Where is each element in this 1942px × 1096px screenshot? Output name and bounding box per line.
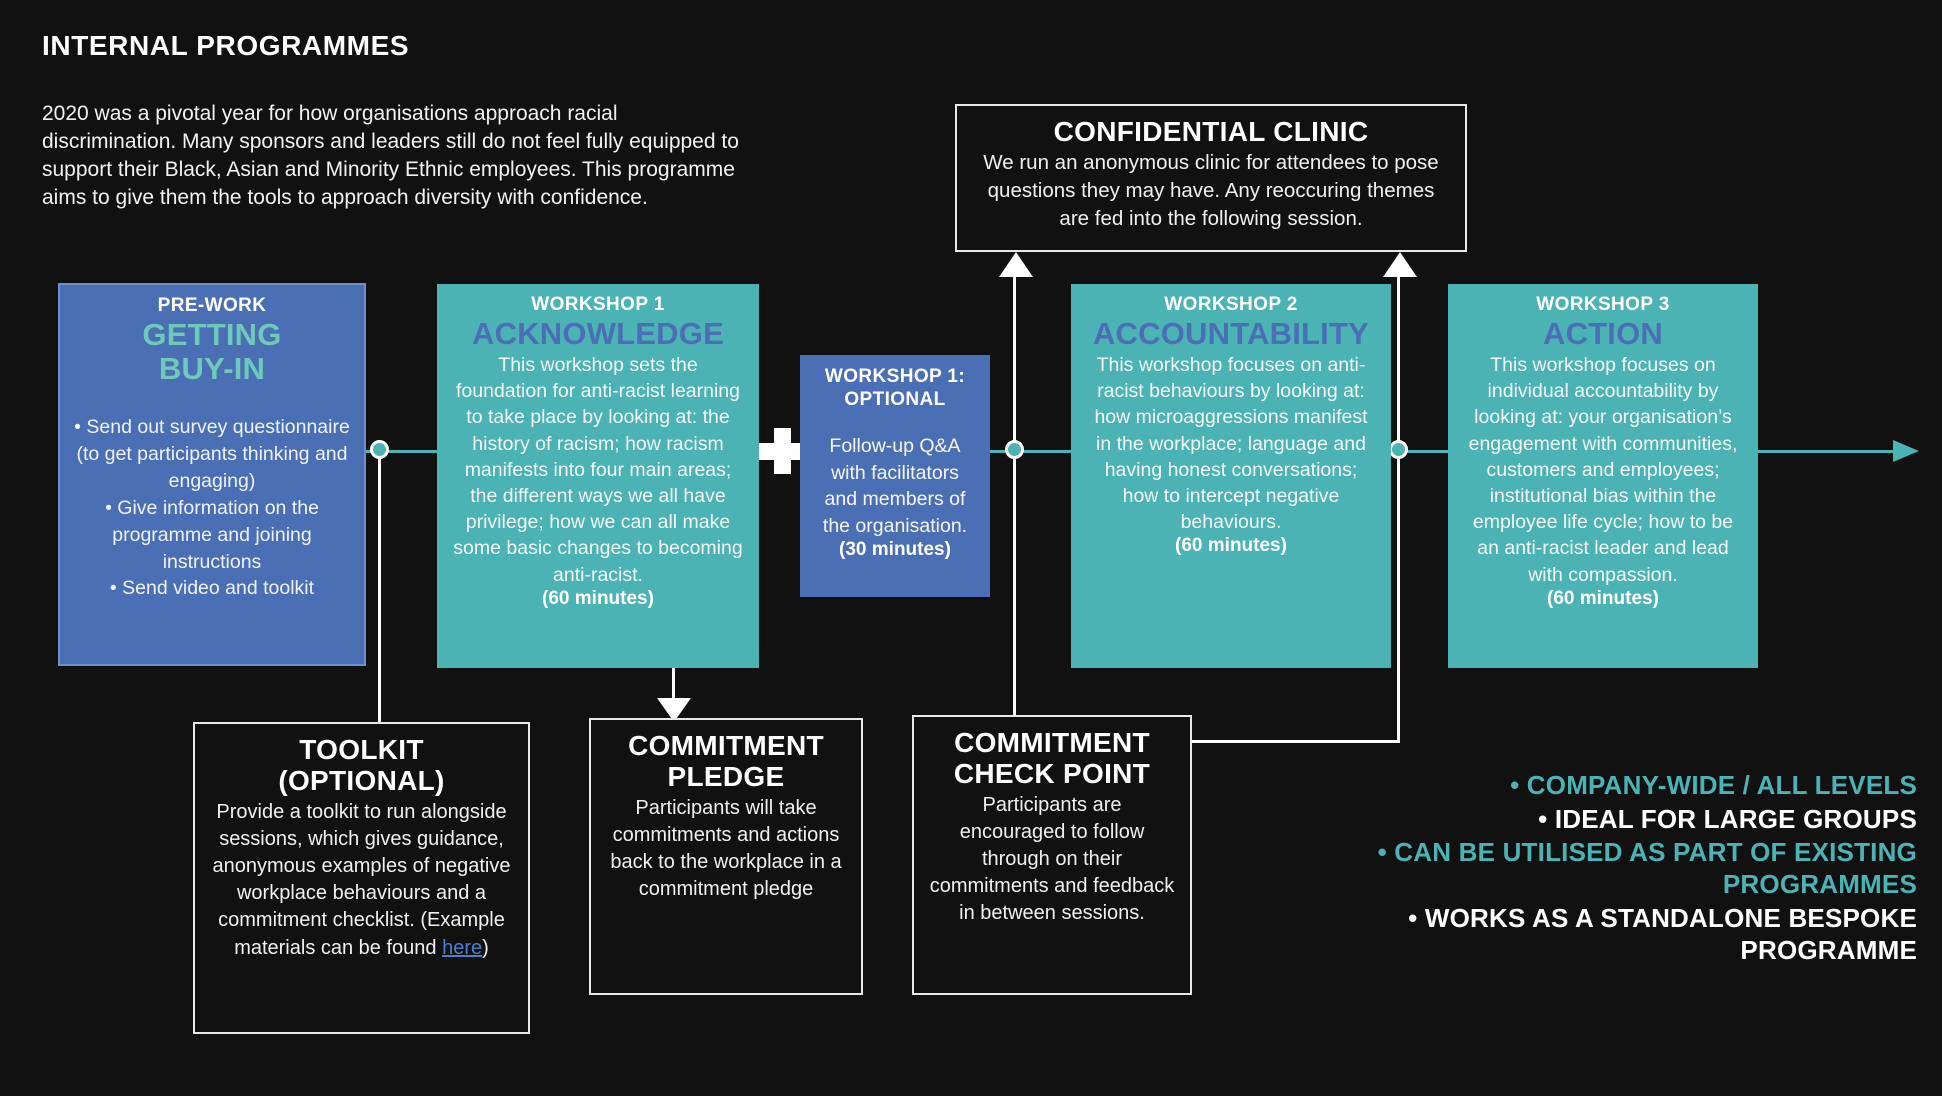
card-prework-headline-1: GETTING	[142, 316, 282, 352]
card-workshop-1-kicker: WORKSHOP 1	[531, 294, 665, 315]
box-confidential-clinic-body: We run an anonymous clinic for attendees…	[983, 151, 1439, 231]
box-commitment-pledge-title-1: COMMITMENT	[628, 730, 824, 761]
intro-paragraph: 2020 was a pivotal year for how organisa…	[42, 102, 739, 209]
plus-icon	[759, 428, 805, 474]
arrow-up-icon	[999, 252, 1033, 277]
benefit-item: • IDEAL FOR LARGE GROUPS	[1538, 803, 1917, 834]
card-workshop-2-duration: (60 minutes)	[1175, 535, 1287, 557]
arrow-down-icon	[657, 698, 691, 722]
connector-node-icon-2	[1005, 440, 1024, 459]
connector-node3-down	[1397, 452, 1400, 742]
box-toolkit-body-tail: )	[482, 936, 489, 959]
connector-prework-toolkit	[378, 452, 381, 724]
card-workshop-2[interactable]: WORKSHOP 2 ACCOUNTABILITY This workshop …	[1071, 284, 1391, 668]
box-commitment-pledge[interactable]: COMMITMENT PLEDGE Participants will take…	[589, 718, 863, 995]
card-workshop-3-headline: ACTION	[1542, 315, 1664, 351]
box-toolkit[interactable]: TOOLKIT (OPTIONAL) Provide a toolkit to …	[193, 722, 530, 1034]
card-workshop-3-body: This workshop focuses on individual acco…	[1468, 353, 1738, 586]
card-prework-bullet: • Send video and toolkit	[109, 577, 315, 600]
box-toolkit-body-text: Provide a toolkit to run alongside sessi…	[212, 800, 511, 959]
card-workshop-3-duration: (60 minutes)	[1547, 587, 1659, 609]
benefits-list: • COMPANY-WIDE / ALL LEVELS• IDEAL FOR L…	[1297, 770, 1917, 968]
arrow-up-icon-2	[1383, 252, 1417, 277]
box-commitment-pledge-body: Participants will take commitments and a…	[610, 796, 842, 901]
arrow-right-icon	[1893, 440, 1919, 462]
connector-node-icon-3	[1389, 440, 1408, 459]
connector-node3-clinic	[1397, 260, 1400, 452]
connector-node2-checkpoint	[1013, 452, 1016, 717]
box-toolkit-title-2: (OPTIONAL)	[278, 765, 445, 797]
toolkit-here-link[interactable]: here	[442, 936, 483, 959]
box-commitment-check-point[interactable]: COMMITMENT CHECK POINT Participants are …	[912, 715, 1192, 995]
box-toolkit-title-1: TOOLKIT	[299, 734, 424, 765]
card-workshop-1[interactable]: WORKSHOP 1 ACKNOWLEDGE This workshop set…	[437, 284, 759, 668]
page-title: INTERNAL PROGRAMMES	[42, 30, 410, 61]
benefit-item: • WORKS AS A STANDALONE BESPOKE PROGRAMM…	[1408, 902, 1917, 965]
box-commitment-check-point-title-1: COMMITMENT	[954, 727, 1150, 758]
box-commitment-check-point-title-2: CHECK POINT	[953, 758, 1151, 790]
card-workshop-1-optional-duration: (30 minutes)	[839, 539, 951, 561]
card-prework-bullets: • Send out survey questionnaire (to get …	[74, 414, 350, 602]
box-confidential-clinic-title: CONFIDENTIAL CLINIC	[1053, 116, 1369, 147]
connector-checkpoint-horizontal	[1190, 740, 1400, 743]
box-commitment-pledge-title-2: PLEDGE	[667, 761, 785, 793]
box-commitment-check-point-body: Participants are encouraged to follow th…	[929, 793, 1175, 925]
card-workshop-1-optional-body: Follow-up Q&A with facilitators and memb…	[822, 435, 968, 537]
benefit-item: • COMPANY-WIDE / ALL LEVELS	[1510, 770, 1917, 800]
card-workshop-2-body: This workshop focuses on anti-racist beh…	[1094, 353, 1368, 534]
card-workshop-3[interactable]: WORKSHOP 3 ACTION This workshop focuses …	[1448, 284, 1758, 668]
card-prework-bullet: • Send out survey questionnaire (to get …	[74, 415, 350, 492]
card-prework-bullet: • Give information on the programme and …	[105, 496, 319, 573]
box-toolkit-body: Provide a toolkit to run alongside sessi…	[209, 799, 514, 962]
card-prework[interactable]: PRE-WORK GETTING BUY-IN • Send out surve…	[58, 283, 366, 666]
card-workshop-1-body: This workshop sets the foundation for an…	[453, 353, 743, 586]
benefit-item: • CAN BE UTILISED AS PART OF EXISTING PR…	[1377, 837, 1917, 900]
card-workshop-2-kicker: WORKSHOP 2	[1164, 294, 1298, 315]
card-workshop-2-headline: ACCOUNTABILITY	[1092, 315, 1370, 351]
connector-node2-clinic	[1013, 260, 1016, 452]
card-workshop-3-kicker: WORKSHOP 3	[1536, 294, 1670, 315]
card-workshop-1-optional-kicker-2: OPTIONAL	[844, 389, 946, 411]
card-workshop-1-headline: ACKNOWLEDGE	[472, 315, 724, 351]
card-workshop-1-duration: (60 minutes)	[542, 587, 654, 609]
connector-ws1-pledge	[672, 668, 675, 706]
card-prework-headline-2: BUY-IN	[158, 350, 266, 386]
connector-node-icon-1	[370, 440, 389, 459]
card-workshop-1-optional-kicker-1: WORKSHOP 1:	[824, 366, 966, 387]
card-prework-kicker: PRE-WORK	[157, 295, 267, 316]
box-confidential-clinic[interactable]: CONFIDENTIAL CLINIC We run an anonymous …	[955, 104, 1467, 252]
card-workshop-1-optional[interactable]: WORKSHOP 1: OPTIONAL Follow-up Q&A with …	[800, 355, 990, 597]
